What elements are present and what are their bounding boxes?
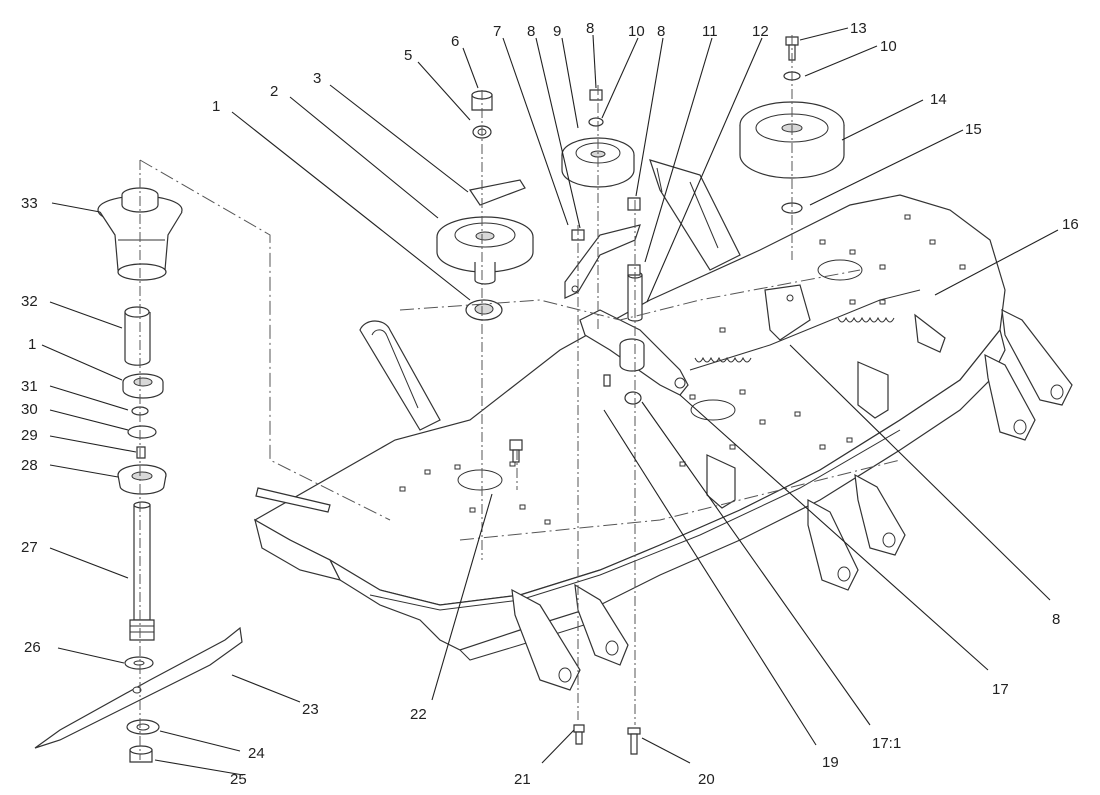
- callout-26: 26: [24, 639, 41, 656]
- deck-hanger-brackets: [511, 308, 1073, 691]
- callout-24: 24: [248, 745, 265, 762]
- callout-7: 7: [493, 23, 501, 40]
- assembly-axis-lines: [139, 35, 901, 760]
- callout-32: 32: [21, 293, 38, 310]
- callout-17: 17: [992, 681, 1009, 698]
- callout-8: 8: [657, 23, 665, 40]
- bottom-bolts: [573, 724, 641, 755]
- callout-8: 8: [586, 20, 594, 37]
- callout-22: 22: [410, 706, 427, 723]
- callout-16: 16: [1062, 216, 1079, 233]
- callout-5: 5: [404, 47, 412, 64]
- callout-28: 28: [21, 457, 38, 474]
- callout-2: 2: [270, 83, 278, 100]
- callout-1: 1: [212, 98, 220, 115]
- callout-8: 8: [527, 23, 535, 40]
- callout-31: 31: [21, 378, 38, 395]
- callout-30: 30: [21, 401, 38, 418]
- deck-holes: [399, 214, 966, 525]
- center-pulley-assembly: [436, 90, 534, 463]
- callout-17-1: 17:1: [872, 735, 901, 752]
- callout-6: 6: [451, 33, 459, 50]
- callout-21: 21: [514, 771, 531, 788]
- callout-3: 3: [313, 70, 321, 87]
- callout-19: 19: [822, 754, 839, 771]
- callout-14: 14: [930, 91, 947, 108]
- callout-15: 15: [965, 121, 982, 138]
- callout-33: 33: [21, 195, 38, 212]
- callout-23: 23: [302, 701, 319, 718]
- callout-1: 1: [28, 336, 36, 353]
- leader-lines: [41, 27, 1059, 776]
- callout-10: 10: [628, 23, 645, 40]
- callout-13: 13: [850, 20, 867, 37]
- callout-12: 12: [752, 23, 769, 40]
- spindle-stack: [34, 187, 243, 763]
- callout-20: 20: [698, 771, 715, 788]
- callout-labels: 1 2 3 5 6 7 8 9 8 10 8 11 12 13 10 14 15…: [21, 20, 1079, 788]
- callout-29: 29: [21, 427, 38, 444]
- callout-9: 9: [553, 23, 561, 40]
- callout-27: 27: [21, 539, 38, 556]
- callout-10: 10: [880, 38, 897, 55]
- callout-25: 25: [230, 771, 247, 788]
- callout-11: 11: [702, 23, 718, 40]
- callout-8: 8: [1052, 611, 1060, 628]
